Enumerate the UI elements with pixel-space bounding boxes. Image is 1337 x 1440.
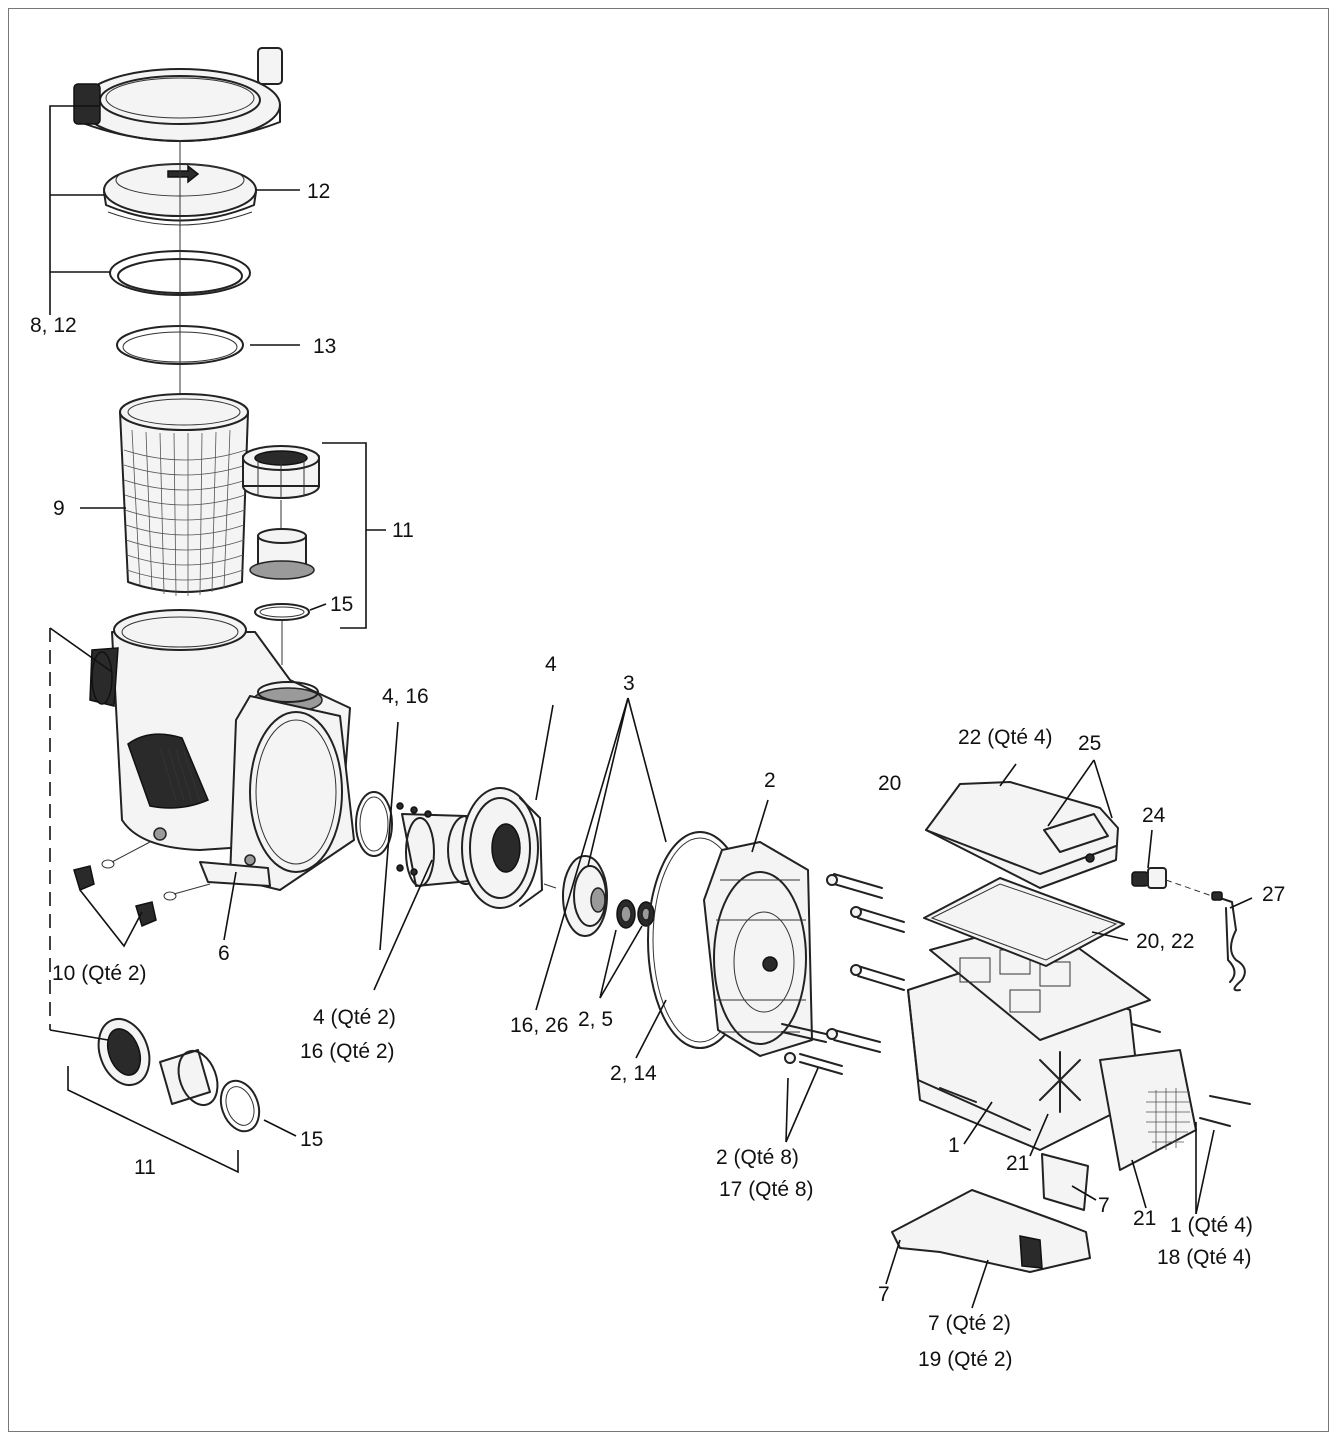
callout-11-top: 11	[392, 519, 414, 542]
callout-2-top: 2	[764, 769, 776, 792]
part-motor	[907, 919, 1251, 1171]
callout-25: 25	[1078, 732, 1101, 755]
part-basket	[119, 393, 249, 597]
callout-16-qte2: 16 (Qté 2)	[300, 1040, 395, 1063]
callout-16-26: 16, 26	[510, 1014, 568, 1037]
callout-1-qte4: 1 (Qté 4)	[1170, 1214, 1253, 1237]
part-diffuser	[461, 787, 557, 909]
part-conduit-fitting	[1131, 867, 1167, 889]
callout-4-16: 4, 16	[382, 685, 429, 708]
callout-9: 9	[53, 497, 65, 520]
callout-4: 4	[545, 653, 557, 676]
callout-1: 1	[948, 1134, 960, 1157]
callout-8-12: 8, 12	[30, 314, 77, 337]
callout-18-qte4: 18 (Qté 4)	[1157, 1246, 1252, 1269]
callout-10-qte2: 10 (Qté 2)	[52, 962, 147, 985]
callout-20: 20	[878, 772, 901, 795]
leader-lines	[49, 105, 1253, 1309]
callout-12: 12	[307, 180, 330, 203]
callout-24: 24	[1142, 804, 1166, 827]
callout-15-bottom: 15	[300, 1128, 323, 1151]
part-lid-ring	[73, 47, 283, 142]
callout-11-bottom: 11	[134, 1156, 156, 1179]
callout-2-5: 2, 5	[578, 1008, 613, 1031]
part-union-bottom	[97, 1018, 261, 1133]
part-impeller	[562, 855, 608, 937]
callout-17-qte8: 17 (Qté 8)	[719, 1178, 814, 1201]
part-drain-plugs	[73, 841, 211, 928]
part-union-top	[242, 445, 320, 665]
part-pump-housing	[89, 609, 355, 891]
callout-22-qte4: 22 (Qté 4)	[958, 726, 1053, 749]
diagram-frame	[8, 8, 1329, 1432]
callout-21-b: 21	[1133, 1207, 1156, 1230]
part-bolts-17	[781, 873, 905, 1075]
callout-2-qte8: 2 (Qté 8)	[716, 1146, 799, 1169]
callout-3: 3	[623, 672, 635, 695]
callout-labels: 8, 12 12 13 9 11 15 10 (Qté 2) 6 4, 16 4…	[30, 180, 1285, 1371]
callout-13: 13	[313, 335, 336, 358]
callout-7-a: 7	[1098, 1194, 1110, 1217]
callout-7-b: 7	[878, 1283, 890, 1306]
callout-19-qte2: 19 (Qté 2)	[918, 1348, 1013, 1371]
callout-7-qte2: 7 (Qté 2)	[928, 1312, 1011, 1335]
callout-15-top: 15	[330, 593, 353, 616]
part-cable	[1165, 879, 1246, 992]
callout-4-qte2: 4 (Qté 2)	[313, 1006, 396, 1029]
part-motor-base	[891, 1153, 1091, 1273]
callout-6: 6	[218, 942, 230, 965]
part-drive-cover	[923, 781, 1125, 967]
callout-27: 27	[1262, 883, 1285, 906]
part-seal-plate	[703, 841, 813, 1057]
callout-21-a: 21	[1006, 1152, 1029, 1175]
callout-20-22: 20, 22	[1136, 930, 1194, 953]
callout-2-14: 2, 14	[610, 1062, 657, 1085]
